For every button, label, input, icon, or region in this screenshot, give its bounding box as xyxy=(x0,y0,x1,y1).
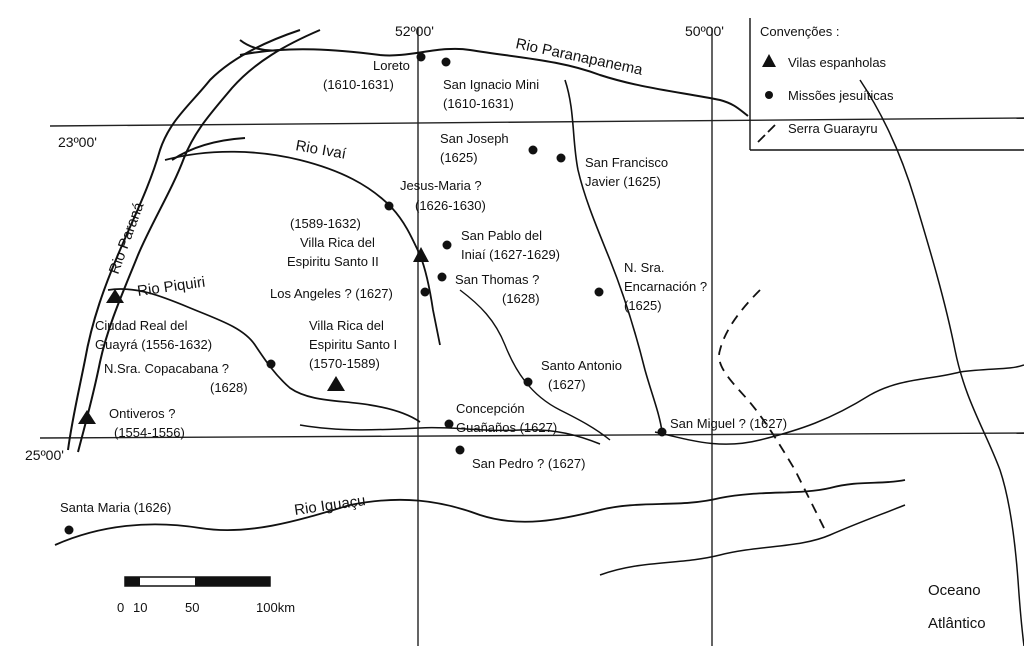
legend-missoes: Missões jesuíticas xyxy=(788,88,894,103)
legend-vilas: Vilas espanholas xyxy=(788,55,887,70)
rio-tributary-east xyxy=(564,79,663,433)
coord-lat-23: 23º00' xyxy=(58,134,97,150)
mission-dot-san-francisco xyxy=(556,153,566,163)
scale-bar: 0 10 50 100km xyxy=(117,576,295,615)
label-rio-ivai: Rio Ivaí xyxy=(294,137,348,163)
label-ontiveros-name: Ontiveros ? xyxy=(109,406,175,421)
spanish-towns xyxy=(78,247,429,424)
mission-dots xyxy=(64,52,667,535)
parallel-25 xyxy=(39,432,1024,439)
label-san-joseph-date: (1625) xyxy=(440,150,478,165)
rio-parana xyxy=(67,29,321,453)
label-san-francisco-name: San Francisco xyxy=(585,155,668,170)
town-triangle-ciudad-real xyxy=(106,289,124,303)
coastline xyxy=(859,79,1024,646)
dot-icon xyxy=(765,91,773,99)
label-encarnacion-name: N. Sra. xyxy=(624,260,664,275)
mission-dot-san-pedro xyxy=(455,445,465,455)
rio-south-2 xyxy=(599,504,906,576)
parallel-23 xyxy=(49,117,1024,127)
label-concepcion-name: Concepción xyxy=(456,401,525,416)
rio-ivai xyxy=(164,150,441,346)
label-santo-antonio-name: Santo Antonio xyxy=(541,358,622,373)
label-concepcion-name2: Guañaños (1627) xyxy=(456,420,557,435)
label-rio-parana: Rio Paraná xyxy=(106,199,148,276)
label-rio-paranapanema: Rio Paranapanema xyxy=(514,35,645,79)
label-san-ignacio-date: (1610-1631) xyxy=(443,96,514,111)
label-copacabana-name: N.Sra. Copacabana ? xyxy=(104,361,229,376)
coord-lon-52: 52º00' xyxy=(395,23,434,39)
triangle-icon xyxy=(762,54,776,67)
label-villa-rica-2-name2: Espiritu Santo II xyxy=(287,254,379,269)
label-ciudad-real-name: Ciudad Real del xyxy=(95,318,188,333)
label-san-pablo-name2: Iniaí (1627-1629) xyxy=(461,247,560,262)
mission-dot-copacabana xyxy=(266,359,276,369)
label-villa-rica-2-name: Villa Rica del xyxy=(300,235,375,250)
label-santo-antonio-date: (1627) xyxy=(548,377,586,392)
label-san-miguel: San Miguel ? (1627) xyxy=(670,416,787,431)
label-los-angeles: Los Angeles ? (1627) xyxy=(270,286,393,301)
label-san-joseph-name: San Joseph xyxy=(440,131,509,146)
label-copacabana-date: (1628) xyxy=(210,380,248,395)
rio-iguacu xyxy=(54,479,906,546)
mission-dot-jesus-maria xyxy=(384,201,394,211)
label-san-pedro: San Pedro ? (1627) xyxy=(472,456,585,471)
mission-dot-santo-antonio xyxy=(523,377,533,387)
mission-dot-concepcion xyxy=(444,419,454,429)
rio-santo-antonio xyxy=(459,289,611,441)
mission-dot-san-miguel xyxy=(657,427,667,437)
label-loreto-date: (1610-1631) xyxy=(323,77,394,92)
ocean-line-1: Oceano xyxy=(928,582,981,599)
label-jesus-maria-date: (1626-1630) xyxy=(415,198,486,213)
scale-50: 50 xyxy=(185,600,199,615)
mission-dot-loreto xyxy=(416,52,426,62)
coord-lat-25: 25º00' xyxy=(25,447,64,463)
mission-dot-san-ignacio xyxy=(441,57,451,67)
label-villa-rica-2-date: (1589-1632) xyxy=(290,216,361,231)
label-encarnacion-date: (1625) xyxy=(624,298,662,313)
place-labels: Loreto (1610-1631) San Ignacio Mini (161… xyxy=(60,58,787,515)
mission-dot-santa-maria xyxy=(64,525,74,535)
mission-dot-san-joseph xyxy=(528,145,538,155)
label-san-thomas-date: (1628) xyxy=(502,291,540,306)
mission-dot-encarnacion xyxy=(594,287,604,297)
legend: Convenções : Vilas espanholas Missões je… xyxy=(749,18,1024,151)
label-loreto-name: Loreto xyxy=(373,58,410,73)
label-san-ignacio-name: San Ignacio Mini xyxy=(443,77,539,92)
rio-concepcion xyxy=(299,424,601,445)
label-rio-iguacu: Rio Iguaçu xyxy=(293,492,366,519)
label-santa-maria: Santa Maria (1626) xyxy=(60,500,171,515)
legend-serra: Serra Guarayru xyxy=(788,121,878,136)
label-villa-rica-1-name2: Espiritu Santo I xyxy=(309,337,397,352)
label-encarnacion-name2: Encarnación ? xyxy=(624,279,707,294)
town-triangle-villa-rica-1 xyxy=(327,376,345,391)
label-san-pablo-name: San Pablo del xyxy=(461,228,542,243)
label-villa-rica-1-name: Villa Rica del xyxy=(309,318,384,333)
ocean-line-2: Atlântico xyxy=(928,615,986,632)
label-ciudad-real-name2: Guayrá (1556-1632) xyxy=(95,337,212,352)
mission-dot-san-pablo xyxy=(442,240,452,250)
rio-san-miguel xyxy=(654,364,1024,445)
label-jesus-maria-name: Jesus-Maria ? xyxy=(400,178,482,193)
mission-dot-san-thomas xyxy=(437,272,447,282)
dash-icon xyxy=(757,124,776,143)
label-san-thomas-name: San Thomas ? xyxy=(455,272,539,287)
scale-100km: 100km xyxy=(256,600,295,615)
scale-10: 10 xyxy=(133,600,147,615)
graticule xyxy=(39,28,1024,646)
label-rio-piquiri: Rio Piquiri xyxy=(136,274,206,300)
label-san-francisco-name2: Javier (1625) xyxy=(585,174,661,189)
label-villa-rica-1-date: (1570-1589) xyxy=(309,356,380,371)
town-triangle-villa-rica-2 xyxy=(413,247,429,262)
rio-paranapanema xyxy=(239,47,749,117)
label-ontiveros-date: (1554-1556) xyxy=(114,425,185,440)
town-triangle-ontiveros xyxy=(78,410,96,424)
mission-dot-los-angeles xyxy=(420,287,430,297)
legend-title: Convenções : xyxy=(760,24,840,39)
coord-lon-50: 50º00' xyxy=(685,23,724,39)
serra-guarayru-line xyxy=(718,289,826,531)
scale-0: 0 xyxy=(117,600,124,615)
